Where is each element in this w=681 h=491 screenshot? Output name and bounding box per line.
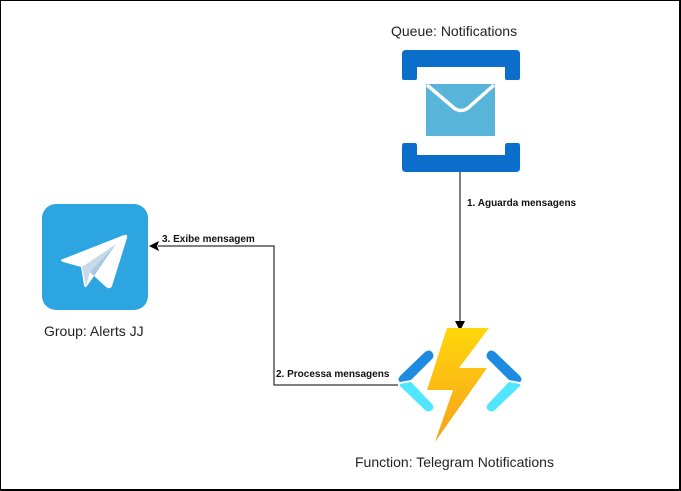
edge-label-aguarda: 1. Aguarda mensagens [467,198,577,209]
arrowhead-left [149,241,159,251]
function-label: Function: Telegram Notifications [355,454,554,470]
queue-label: Queue: Notifications [391,23,518,39]
azure-storage-queue-icon [402,50,520,172]
azure-function-icon [398,328,522,442]
edge-label-exibe: 3. Exibe mensagem [162,234,255,245]
edge-label-processa: 2. Processa mensagens [276,369,390,380]
telegram-icon [42,204,148,310]
telegram-label: Group: Alerts JJ [44,323,144,339]
edge-function-to-telegram[interactable] [158,245,398,386]
arrowhead-down [455,321,465,331]
